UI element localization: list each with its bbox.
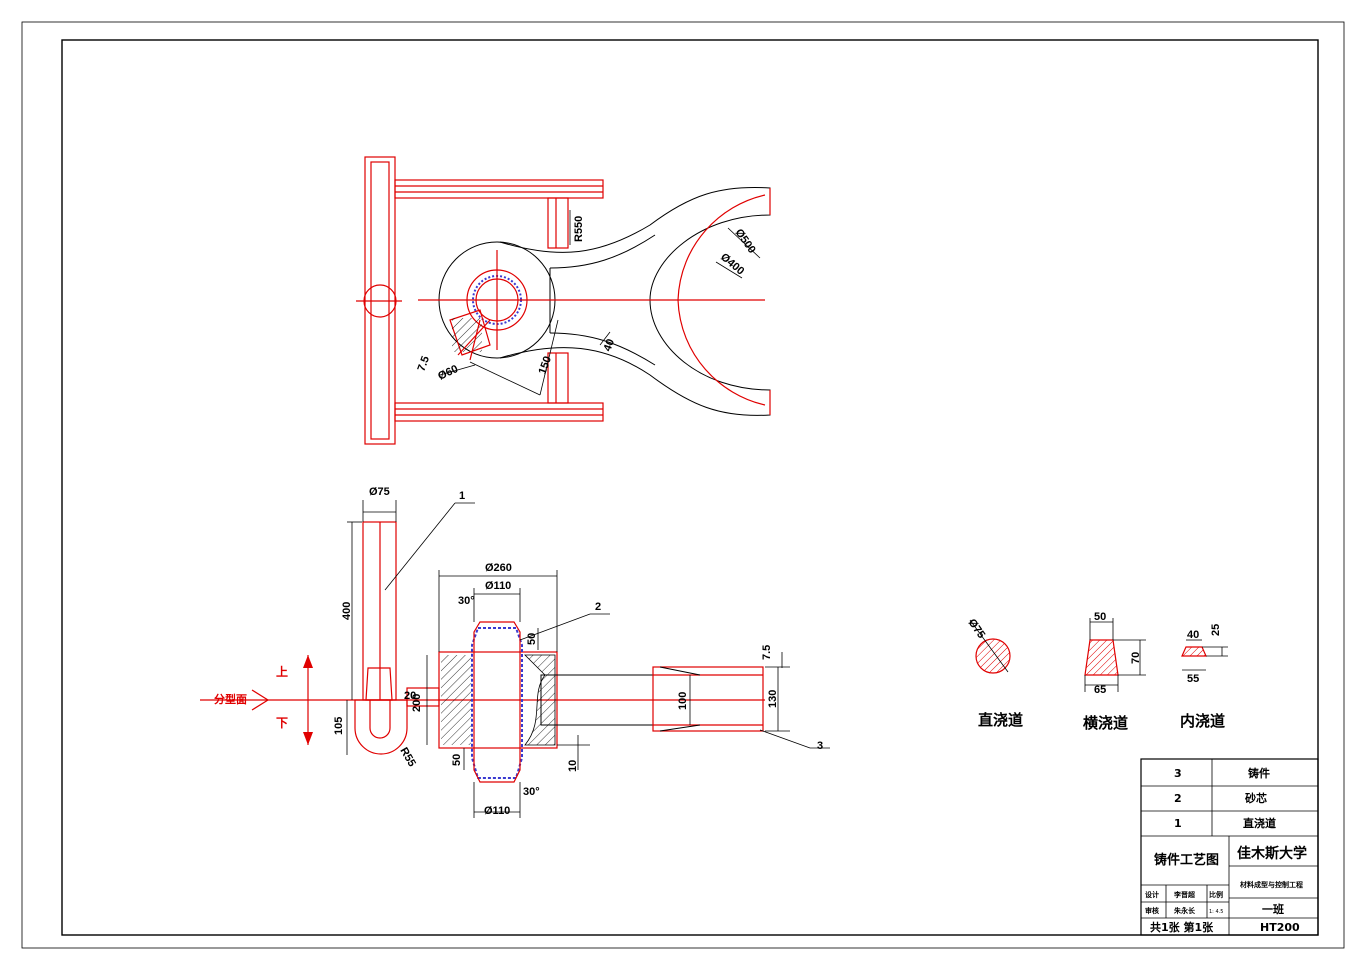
scale-value: 1: 4.5 xyxy=(1209,909,1223,915)
ingate-title: 内浇道 xyxy=(1180,712,1225,730)
part-2-name: 砂芯 xyxy=(1245,791,1267,805)
down-label: 下 xyxy=(276,716,288,730)
dim-30-bottom: 30° xyxy=(523,786,540,798)
sheet-count: 共1张 第1张 xyxy=(1150,920,1214,934)
dim-105: 105 xyxy=(333,717,345,735)
dim-d60: Ø60 xyxy=(436,363,460,383)
dim-20: 20 xyxy=(404,690,416,702)
ingate-height: 25 xyxy=(1210,624,1222,636)
design-label: 设计 xyxy=(1145,890,1159,899)
sprue-dim: Ø75 xyxy=(966,617,988,641)
sprue-section xyxy=(975,638,1011,674)
dim-d110-top: Ø110 xyxy=(485,580,511,592)
ingate-top: 40 xyxy=(1187,629,1199,641)
dim-r550: R550 xyxy=(573,216,585,242)
dim-400: 400 xyxy=(341,602,353,620)
ingate-section xyxy=(1181,646,1207,657)
section-view: Ø75 400 105 R55 20 200 Ø260 Ø110 Ø110 30… xyxy=(200,486,830,818)
class-name: 一班 xyxy=(1262,902,1284,916)
core xyxy=(471,627,523,779)
dim-d75: Ø75 xyxy=(369,486,390,498)
runner-height: 70 xyxy=(1130,652,1142,664)
school-name: 佳木斯大学 xyxy=(1237,845,1307,862)
dim-10: 10 xyxy=(567,760,579,772)
sprue-title: 直浇道 xyxy=(978,711,1023,729)
callout-2: 2 xyxy=(595,601,601,613)
dim-100: 100 xyxy=(677,692,689,710)
runner-section xyxy=(1084,639,1119,676)
scale-label: 比例 xyxy=(1209,890,1223,899)
part-1-name: 直浇道 xyxy=(1243,816,1276,830)
dim-r55: R55 xyxy=(397,746,417,769)
callout-1: 1 xyxy=(459,490,465,502)
gating-sections: Ø75 直浇道 50 65 70 横浇道 40 55 25 内浇道 xyxy=(966,611,1228,732)
dim-d400: Ø400 xyxy=(718,251,746,277)
dim-d260: Ø260 xyxy=(485,562,512,574)
part-3-no: 3 xyxy=(1174,767,1182,780)
outer-border xyxy=(21,21,1345,949)
dim-d500: Ø500 xyxy=(733,227,758,256)
major-name: 材料成型与控制工程 xyxy=(1239,880,1303,889)
review-label: 审核 xyxy=(1145,906,1159,915)
parting-label: 分型面 xyxy=(214,692,247,706)
designer-name: 李晋超 xyxy=(1173,890,1196,899)
part-1-no: 1 xyxy=(1174,817,1182,830)
callout-3: 3 xyxy=(817,740,823,752)
dim-30-top: 30° xyxy=(458,595,475,607)
dim-50-top: 50 xyxy=(526,633,538,645)
up-label: 上 xyxy=(276,664,288,679)
ingate-bottom: 55 xyxy=(1187,673,1199,685)
dim-d110-bottom: Ø110 xyxy=(484,805,510,817)
dim-150: 150 xyxy=(537,355,555,376)
dim-d7-5-top: 7.5 xyxy=(416,355,433,373)
dim-50-bottom: 50 xyxy=(451,754,463,766)
part-3-name: 铸件 xyxy=(1248,766,1270,780)
inner-border xyxy=(61,39,1319,936)
runner-title: 横浇道 xyxy=(1083,714,1128,732)
dim-7-5: 7.5 xyxy=(761,645,773,660)
drawing-title: 铸件工艺图 xyxy=(1154,852,1219,868)
top-view: R550 Ø500 Ø400 Ø60 7.5 150 40 xyxy=(356,156,771,445)
dim-200: 200 xyxy=(411,694,423,712)
reviewer-name: 朱永长 xyxy=(1174,906,1196,915)
runner-bottom: 65 xyxy=(1094,684,1106,696)
material: HT200 xyxy=(1260,921,1300,934)
part-2-no: 2 xyxy=(1174,792,1182,805)
dim-130: 130 xyxy=(767,690,779,708)
title-block: 3 铸件 2 砂芯 1 直浇道 铸件工艺图 佳木斯大学 材料成型与控制工程 设计… xyxy=(1140,758,1319,936)
dim-40: 40 xyxy=(602,337,617,353)
runner-top: 50 xyxy=(1094,611,1106,623)
